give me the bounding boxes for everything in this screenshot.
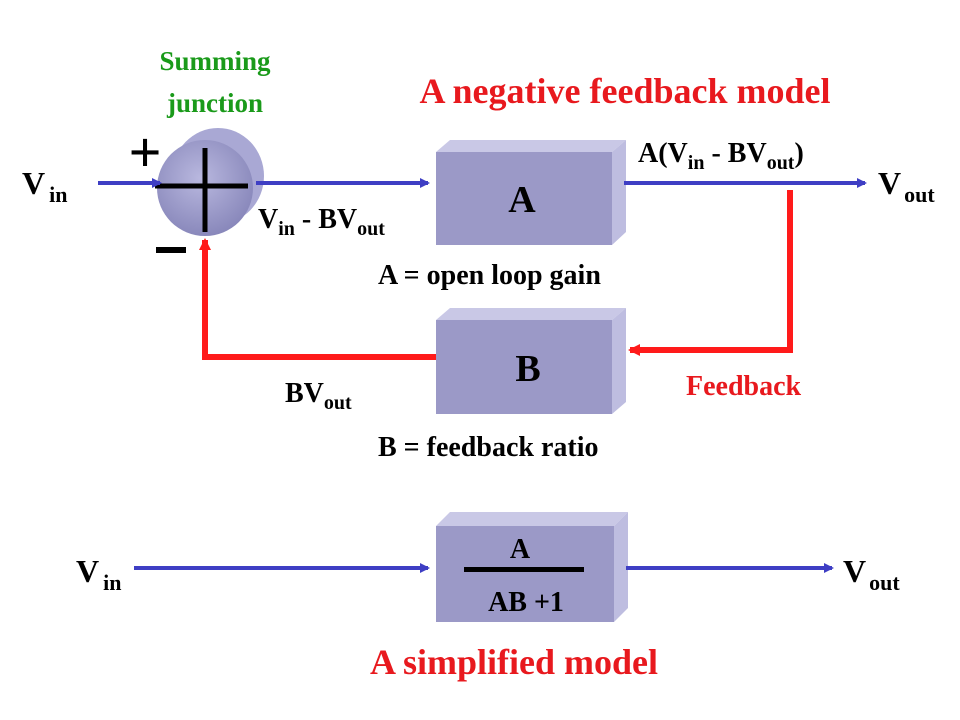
gain-block-a — [436, 140, 626, 245]
error-signal-label: Vin - BVout — [258, 204, 385, 240]
junction-label-line1: Summing — [159, 46, 271, 76]
top-model-title: A negative feedback model — [420, 71, 831, 111]
feedback-label: Feedback — [686, 371, 802, 402]
junction-label-line2: junction — [166, 88, 263, 118]
feedback-path-in — [628, 190, 793, 356]
plus-sign: + — [128, 120, 161, 185]
a-output-label: A(Vin - BVout) — [638, 138, 804, 174]
transfer-numerator: A — [510, 534, 531, 565]
summing-junction — [155, 128, 264, 236]
feedback-ratio-caption: B = feedback ratio — [378, 432, 599, 463]
minus-sign — [156, 247, 186, 253]
feedback-block-b — [436, 308, 626, 414]
feedback-path-out — [199, 238, 436, 360]
transfer-denominator: AB +1 — [488, 587, 564, 618]
open-loop-gain-caption: A = open loop gain — [378, 260, 601, 291]
bv-out-label: BVout — [285, 378, 352, 414]
gain-block-a-label: A — [508, 179, 536, 221]
bottom-model-title: A simplified model — [370, 642, 658, 682]
simplified-block — [436, 512, 628, 622]
feedback-block-b-label: B — [515, 348, 540, 390]
fraction-bar — [464, 567, 584, 572]
